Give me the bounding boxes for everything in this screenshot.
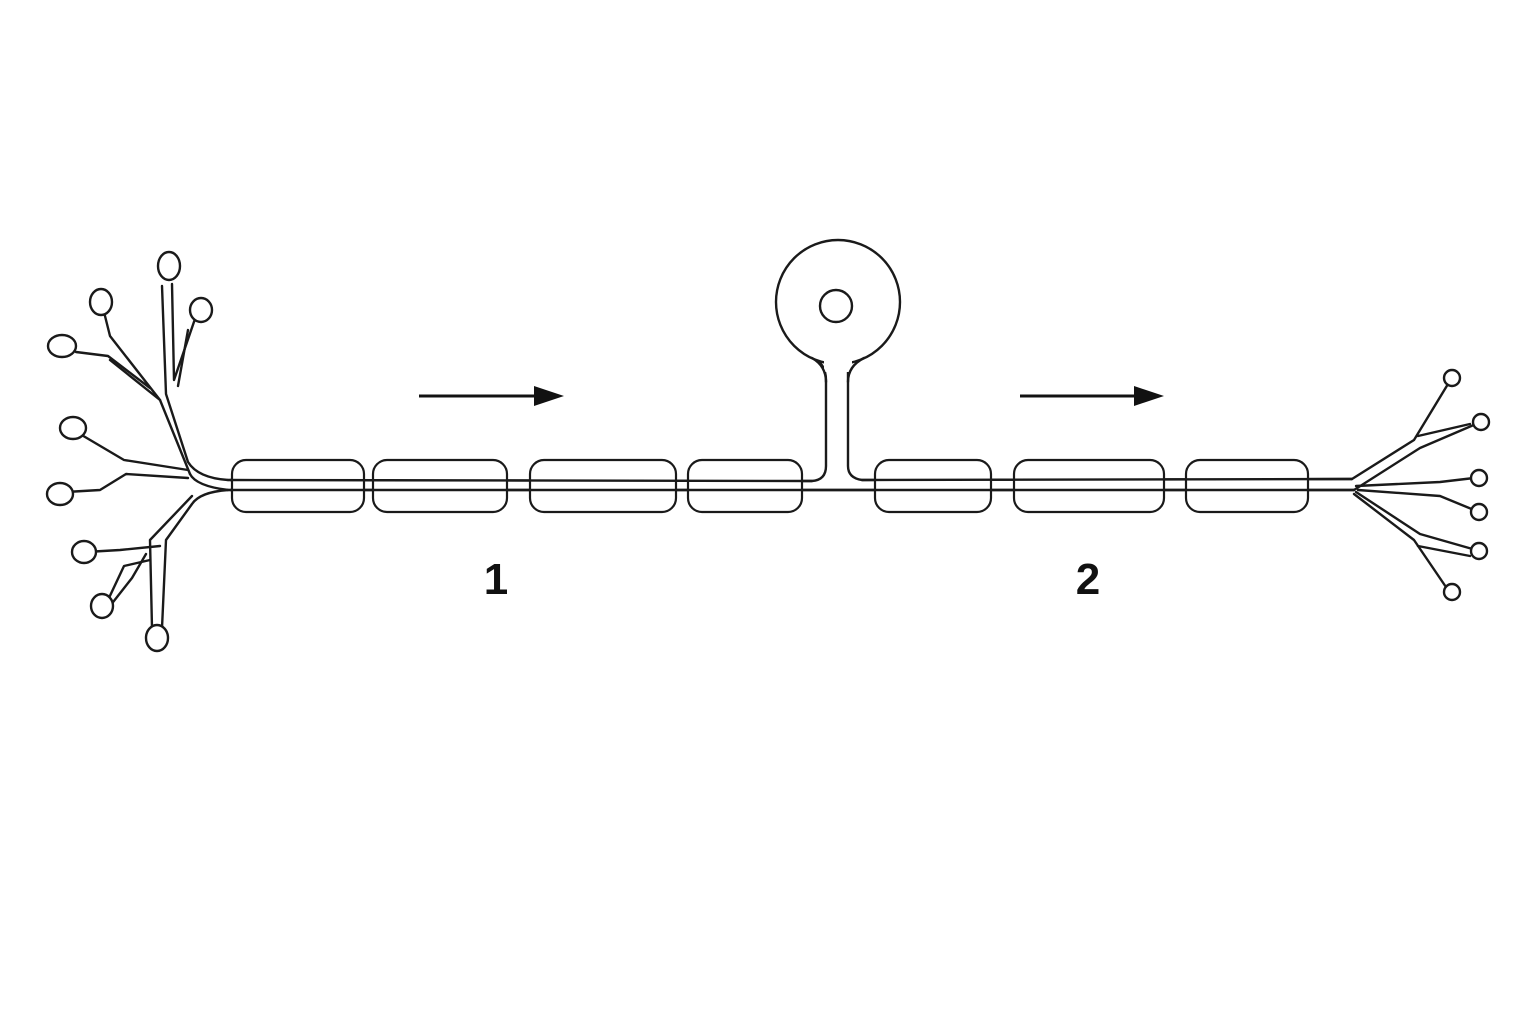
dendrite-bulb-icon [88, 287, 114, 317]
dendrite-bulb-icon [156, 250, 182, 282]
arrow-right-icon [1134, 386, 1164, 406]
direction-arrow-left [419, 386, 564, 406]
label-1: 1 [484, 555, 508, 604]
axon-terminal-bulb-icon [1442, 368, 1462, 388]
dendrite-bulb-icon [89, 592, 115, 620]
axon-terminal-bulb-icon [1469, 502, 1489, 522]
dendrite-bulb-icon [46, 333, 78, 359]
dendrite-bulb-icon [45, 481, 75, 507]
axon-terminals [1350, 368, 1491, 602]
cell-body-icon [774, 238, 902, 384]
direction-arrow-right [1020, 386, 1164, 406]
dendrites [45, 250, 230, 653]
axon-terminal-bulb-icon [1469, 468, 1489, 488]
label-2: 2 [1076, 555, 1100, 604]
myelin-segment [686, 458, 804, 514]
axon-terminal-bulb-icon [1471, 412, 1491, 432]
dendrite-bulb-icon [70, 539, 98, 565]
myelin-segment [230, 458, 366, 514]
myelin-segment [1184, 458, 1310, 514]
dendrite-bulb-icon [58, 415, 88, 441]
myelin-sheaths [228, 458, 1356, 514]
arrow-right-icon [534, 386, 564, 406]
myelin-segment [528, 458, 678, 514]
axon-terminal-bulb-icon [1442, 582, 1462, 602]
nucleus-icon [818, 288, 854, 324]
dendrite-bulb-icon [188, 296, 214, 324]
myelin-segment [873, 458, 993, 514]
axon-terminal-bulb-icon [1469, 541, 1489, 561]
myelin-segment [1012, 458, 1166, 514]
myelin-segment [371, 458, 509, 514]
dendrite-bulb-icon [144, 623, 170, 653]
